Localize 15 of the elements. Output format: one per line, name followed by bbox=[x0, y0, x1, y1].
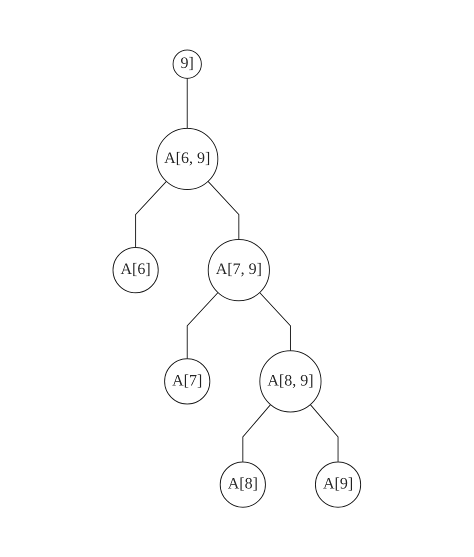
node-circle: A[6, 9] bbox=[156, 128, 218, 190]
node-circle: A[9] bbox=[315, 461, 362, 508]
connector bbox=[259, 292, 292, 352]
node-circle: 9] bbox=[172, 49, 202, 79]
node-circle: A[7] bbox=[164, 358, 210, 404]
node-circle: A[8] bbox=[220, 461, 266, 508]
node-circle: A[7, 9] bbox=[208, 238, 270, 302]
connector bbox=[310, 404, 339, 462]
connector bbox=[135, 180, 168, 248]
connector bbox=[186, 292, 219, 360]
node-circle: A[6] bbox=[112, 246, 159, 294]
connector bbox=[186, 78, 188, 129]
node-circle: A[8, 9] bbox=[260, 350, 322, 412]
connector bbox=[208, 180, 240, 240]
connector bbox=[242, 404, 272, 462]
